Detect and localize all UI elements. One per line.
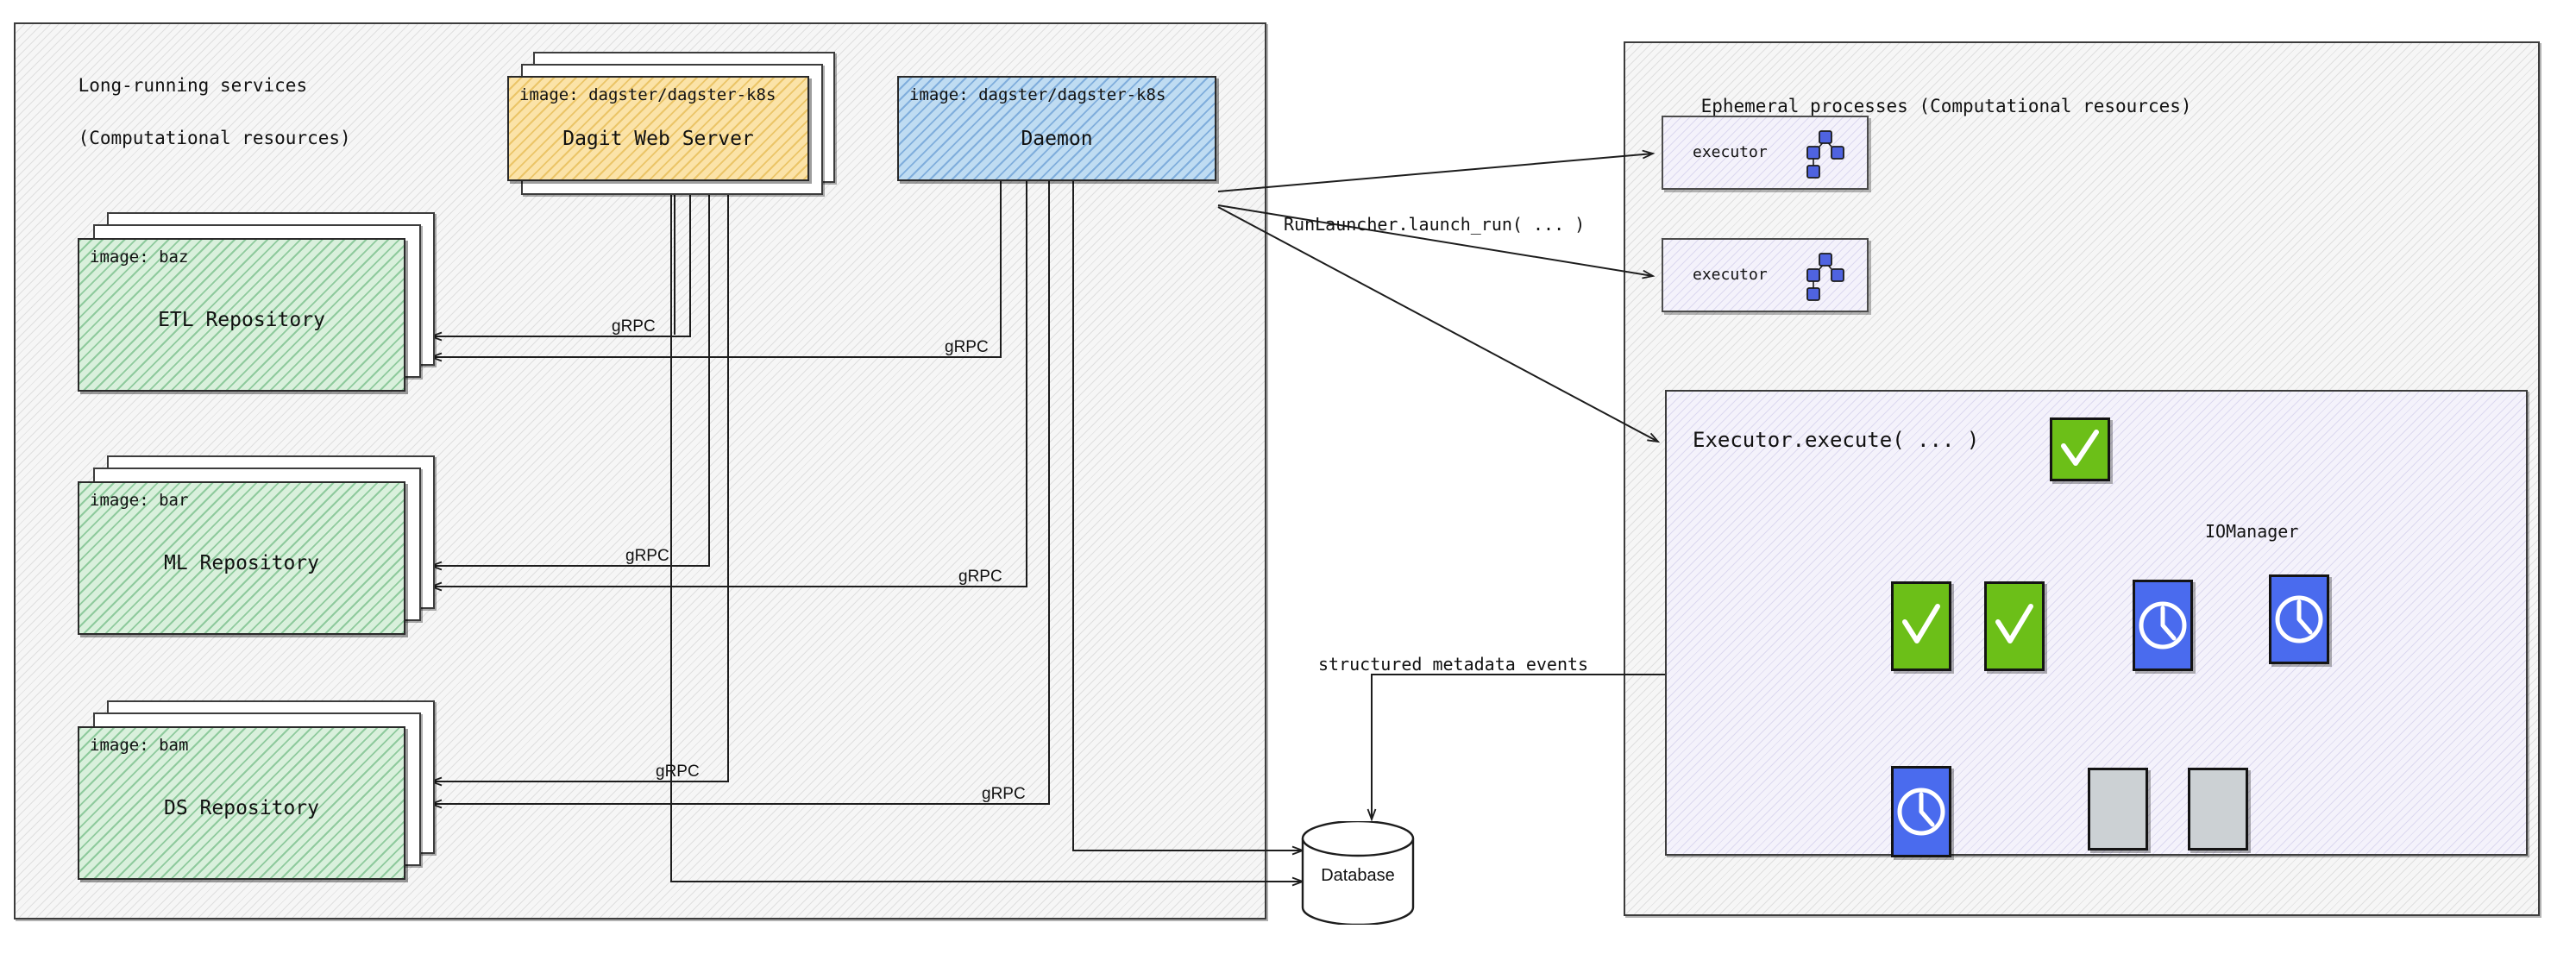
iomanager-label: IOManager xyxy=(2205,521,2299,542)
check-icon xyxy=(2061,430,2099,466)
dagit-image-label: image: dagster/dagster-k8s xyxy=(519,85,776,104)
dag-node-d[interactable] xyxy=(2269,574,2329,664)
dagit-web-server-label: Dagit Web Server xyxy=(562,128,754,150)
etl-repository-label: ETL Repository xyxy=(158,309,325,331)
check-icon xyxy=(1902,604,1940,643)
ml-repository-card[interactable]: image: bar ML Repository xyxy=(78,481,405,635)
grpc-label-1: gRPC xyxy=(612,317,656,336)
dag-icon xyxy=(1806,253,1844,301)
ml-repository-image: image: bar xyxy=(90,491,189,510)
clock-icon xyxy=(1897,788,1945,836)
executor-label-2: executor xyxy=(1693,266,1768,284)
grpc-label-5: gRPC xyxy=(656,763,700,781)
ds-repository-stack[interactable]: image: bam DS Repository xyxy=(78,700,440,880)
run-launcher-label: RunLauncher.launch_run( ... ) xyxy=(1284,214,1586,235)
etl-repository-stack[interactable]: image: baz ETL Repository xyxy=(78,212,440,392)
executor-box-2[interactable]: executor xyxy=(1662,238,1869,312)
right-panel-title: Ephemeral processes (Computational resou… xyxy=(1700,96,2192,117)
executor-label-1: executor xyxy=(1693,143,1768,161)
database-shape xyxy=(1301,819,1415,926)
grpc-label-6: gRPC xyxy=(982,785,1026,803)
left-panel-title-line2: (Computational resources) xyxy=(78,128,351,149)
check-icon xyxy=(1995,604,2033,643)
executor-execute-title: Executor.execute( ... ) xyxy=(1693,428,1980,452)
dag-icon xyxy=(1806,130,1844,179)
etl-repository-card[interactable]: image: baz ETL Repository xyxy=(78,238,405,392)
daemon-box[interactable]: image: dagster/dagster-k8s Daemon xyxy=(897,76,1225,214)
database-cylinder[interactable]: Database xyxy=(1299,819,1417,926)
daemon-card[interactable]: image: dagster/dagster-k8s Daemon xyxy=(897,76,1216,181)
clock-icon xyxy=(2139,601,2187,650)
daemon-image-label: image: dagster/dagster-k8s xyxy=(909,85,1166,104)
executor-box-1[interactable]: executor xyxy=(1662,116,1869,190)
database-label: Database xyxy=(1321,866,1395,885)
dag-node-c[interactable] xyxy=(2133,580,2193,671)
dagit-web-server-card[interactable]: image: dagster/dagster-k8s Dagit Web Ser… xyxy=(507,76,809,181)
ephemeral-processes-title: Ephemeral processes (Computational resou… xyxy=(1657,67,2192,146)
dag-node-root[interactable] xyxy=(2050,417,2110,481)
structured-metadata-label: structured metadata events xyxy=(1318,654,1589,675)
dag-node-e[interactable] xyxy=(1891,766,1951,857)
long-running-services-title: Long-running services (Computational res… xyxy=(35,47,483,178)
ds-repository-image: image: bam xyxy=(90,736,189,755)
daemon-label: Daemon xyxy=(1021,128,1093,150)
clock-icon xyxy=(2275,595,2323,643)
dag-node-b[interactable] xyxy=(1984,581,2045,671)
ds-repository-label: DS Repository xyxy=(163,797,319,819)
dag-node-a[interactable] xyxy=(1891,581,1951,671)
grpc-label-2: gRPC xyxy=(945,338,989,356)
grpc-label-4: gRPC xyxy=(958,568,1002,586)
dagit-web-server-stack[interactable]: image: dagster/dagster-k8s Dagit Web Ser… xyxy=(507,52,852,207)
ml-repository-stack[interactable]: image: bar ML Repository xyxy=(78,455,440,635)
dag-node-g[interactable] xyxy=(2188,768,2248,850)
ml-repository-label: ML Repository xyxy=(163,552,319,574)
etl-repository-image: image: baz xyxy=(90,248,189,267)
ds-repository-card[interactable]: image: bam DS Repository xyxy=(78,726,405,880)
grpc-label-3: gRPC xyxy=(625,547,669,565)
dag-node-f[interactable] xyxy=(2088,768,2148,850)
left-panel-title-line1: Long-running services xyxy=(78,75,308,97)
